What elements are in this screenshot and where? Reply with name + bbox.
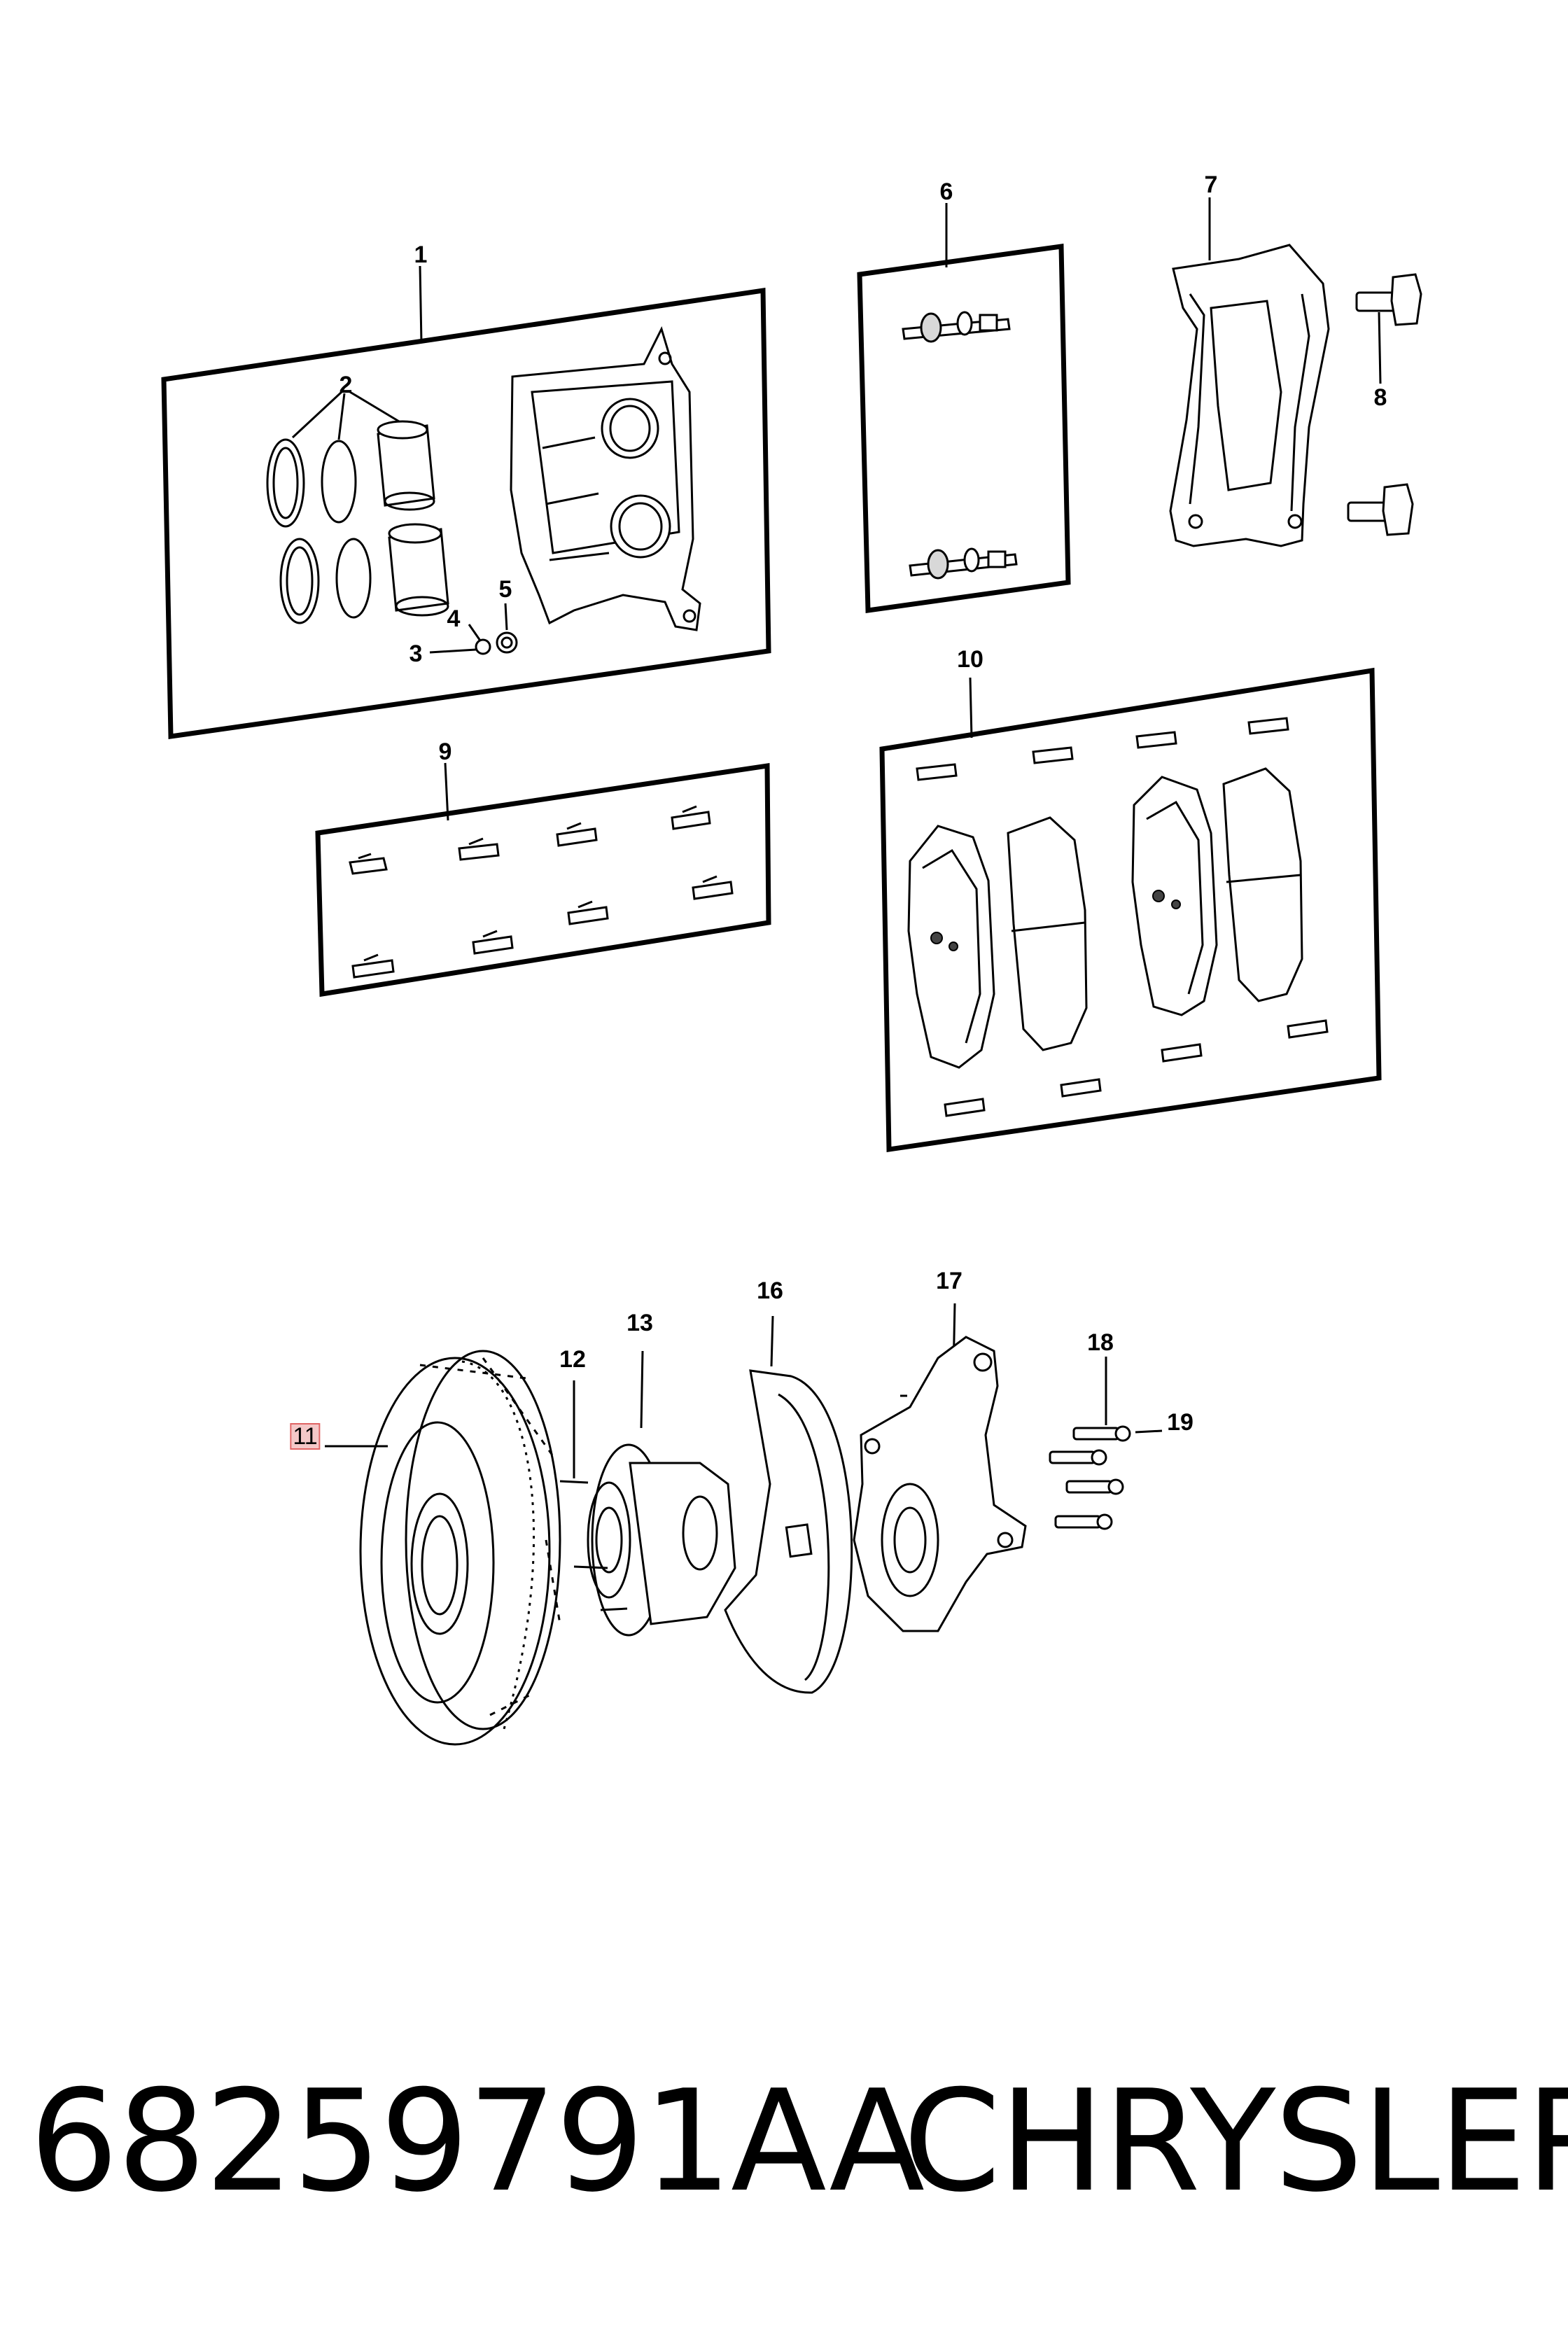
callout-6: 6 <box>939 178 953 205</box>
callout-13: 13 <box>626 1310 653 1336</box>
callout-2: 2 <box>339 372 353 398</box>
hub-bearing <box>559 1350 736 1637</box>
callout-5: 5 <box>498 576 512 603</box>
piston-seals <box>266 391 407 624</box>
steering-knuckle <box>853 1303 1027 1632</box>
callout-17: 17 <box>936 1268 962 1294</box>
callout-10: 10 <box>957 646 983 673</box>
callout-9: 9 <box>438 738 452 765</box>
brake-pad-panel <box>879 667 1382 1153</box>
pistons <box>377 420 449 617</box>
callout-4: 4 <box>447 606 461 632</box>
callout-3: 3 <box>409 640 423 667</box>
clip-kit-panel <box>315 762 771 997</box>
brand-name: CHRYSLER <box>903 2060 1568 2223</box>
part-number: 68259791AA <box>29 2060 925 2223</box>
caliper-kit-panel <box>161 265 771 740</box>
bleeder-parts <box>429 603 518 655</box>
callout-12: 12 <box>559 1346 586 1373</box>
brake-rotor <box>325 1350 561 1746</box>
bracket-bolts <box>1347 273 1422 536</box>
callout-11: 11 <box>290 1423 321 1450</box>
caliper-anchor-bracket <box>1169 197 1330 547</box>
dust-shield <box>724 1315 853 1694</box>
callout-16: 16 <box>757 1278 783 1304</box>
callout-8: 8 <box>1373 384 1387 411</box>
guide-pin-panel <box>857 203 1071 614</box>
callout-7: 7 <box>1204 172 1218 198</box>
callout-19: 19 <box>1167 1409 1194 1436</box>
callout-1: 1 <box>414 241 428 268</box>
knuckle-bolts <box>1049 1357 1163 1530</box>
callout-18: 18 <box>1087 1329 1114 1356</box>
caliper-housing <box>510 326 701 631</box>
